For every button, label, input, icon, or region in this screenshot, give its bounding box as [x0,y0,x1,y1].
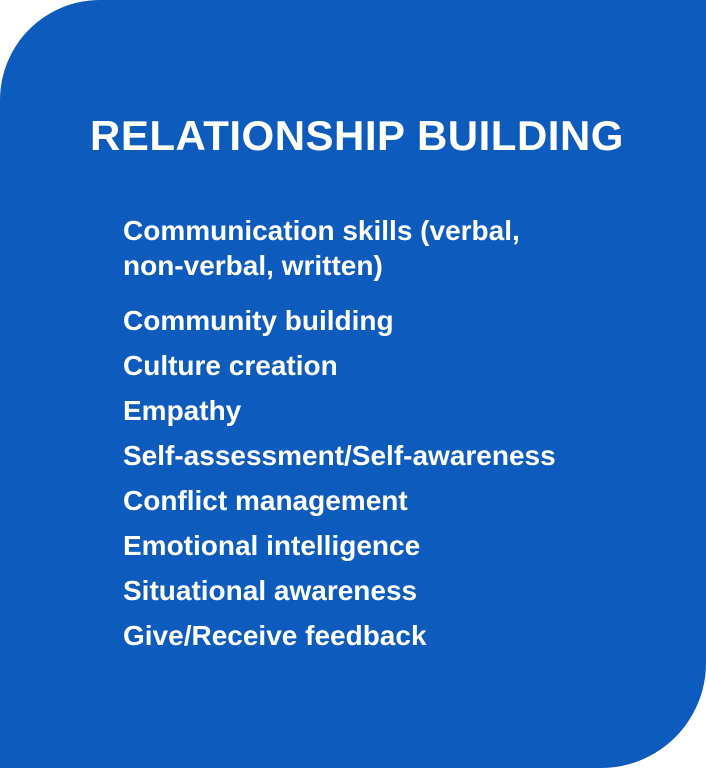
list-item: Emotional intelligence [123,530,421,561]
list-item: Conflict management [123,485,408,516]
list-item: Situational awareness [123,575,418,606]
list-item: Empathy [123,395,242,426]
list-item: Communication skills (verbal, non-verbal… [123,215,520,281]
skills-list: Communication skills (verbal, non-verbal… [123,213,575,653]
list-item: Community building [123,305,394,336]
list-item: Give/Receive feedback [123,620,427,651]
page-title: RELATIONSHIP BUILDING [90,112,624,159]
list-item: Self-assessment/Self-awareness [123,440,556,471]
list-item: Culture creation [123,350,338,381]
